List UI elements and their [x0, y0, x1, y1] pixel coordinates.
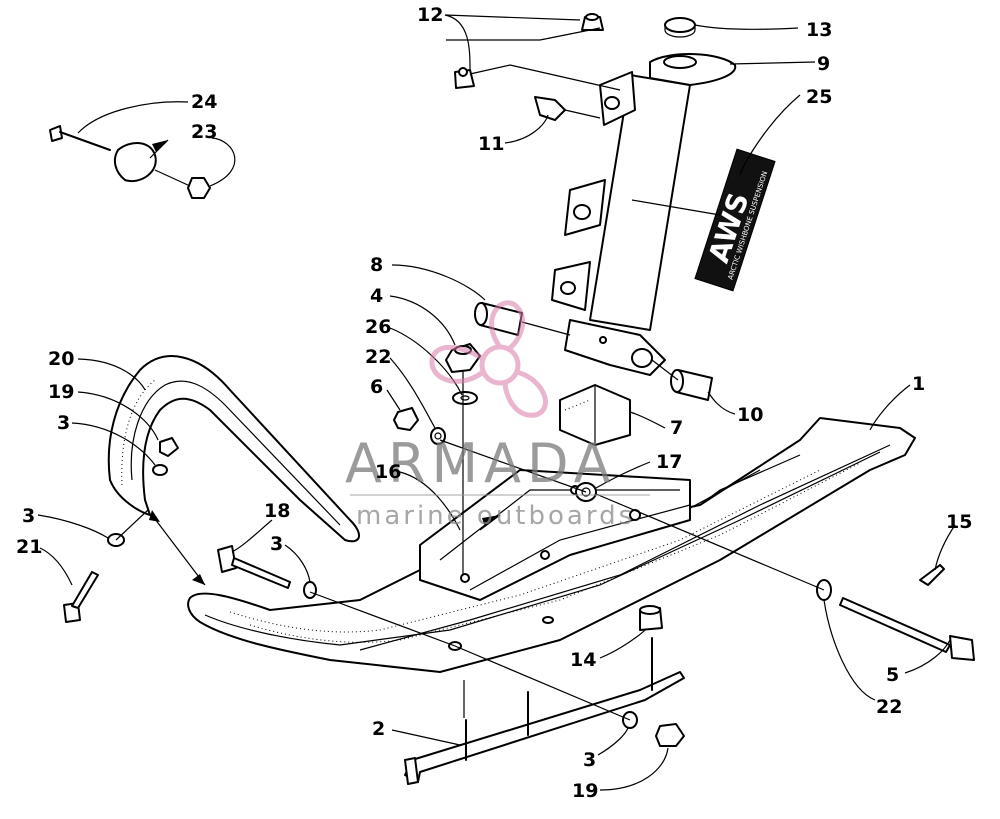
- callout-6: 6: [370, 376, 383, 398]
- nut-14: [639, 605, 663, 631]
- bolt-5: [816, 564, 975, 661]
- assembly-lines: [115, 27, 825, 721]
- bolt-18: [217, 545, 317, 599]
- callout-3: 3: [57, 412, 70, 434]
- callout-17: 17: [656, 451, 682, 473]
- clip-23: [113, 142, 211, 199]
- callout-19b: 19: [572, 780, 598, 802]
- callout-12: 12: [417, 4, 443, 26]
- callout-1: 1: [912, 373, 925, 395]
- callout-23: 23: [191, 121, 217, 143]
- callout-20: 20: [48, 348, 74, 370]
- callout-26: 26: [365, 316, 391, 338]
- leader-lines: [37, 14, 956, 791]
- callout-9: 9: [817, 53, 830, 75]
- callout-22b: 22: [876, 696, 902, 718]
- callout-18: 18: [264, 500, 290, 522]
- callout-2: 2: [372, 718, 385, 740]
- callout-3b: 3: [22, 505, 35, 527]
- callout-19: 19: [48, 381, 74, 403]
- washer: [452, 391, 478, 405]
- arrows: [149, 139, 501, 585]
- callout-3d: 3: [583, 749, 596, 771]
- grease-fitting: [534, 96, 601, 121]
- watermark-tagline: marine outboards: [356, 501, 635, 531]
- armada-watermark: ARMADA marine outboards: [345, 300, 650, 531]
- rubber-bumper: [559, 384, 631, 446]
- callout-14: 14: [570, 649, 596, 671]
- callout-13: 13: [806, 19, 832, 41]
- ski-loop-handle: [107, 355, 360, 543]
- callout-5: 5: [886, 664, 899, 686]
- bolt-24: [49, 125, 111, 151]
- nut-6: [393, 407, 419, 431]
- callout-25: 25: [806, 86, 832, 108]
- callouts: 12 13 9 25 11 24 23 8 4 26 22 6 20 19 3 …: [16, 4, 972, 802]
- callout-15: 15: [946, 511, 972, 533]
- ski-saddle: [419, 469, 691, 601]
- callout-10: 10: [737, 404, 763, 426]
- callout-4: 4: [370, 285, 383, 307]
- wear-bar: [404, 637, 685, 785]
- callout-22: 22: [365, 346, 391, 368]
- spindle-strut: [551, 53, 737, 376]
- grease-fittings: [454, 13, 604, 89]
- bolt-21: [63, 533, 125, 623]
- propeller-logo-icon: [429, 300, 548, 418]
- callout-16: 16: [375, 461, 401, 483]
- bottom-fasteners: [622, 711, 685, 747]
- aws-decal: AWS ARCTIC WISHBONE SUSPENSION: [694, 148, 776, 292]
- callout-3c: 3: [270, 533, 283, 555]
- bushing-lower: [670, 369, 713, 401]
- callout-11: 11: [478, 133, 504, 155]
- handle-fasteners: [152, 437, 179, 476]
- watermark-brand: ARMADA: [345, 432, 617, 495]
- cap: [664, 17, 696, 38]
- callout-21: 21: [16, 536, 42, 558]
- callout-24: 24: [191, 91, 217, 113]
- callout-7: 7: [670, 417, 683, 439]
- callout-8: 8: [370, 254, 383, 276]
